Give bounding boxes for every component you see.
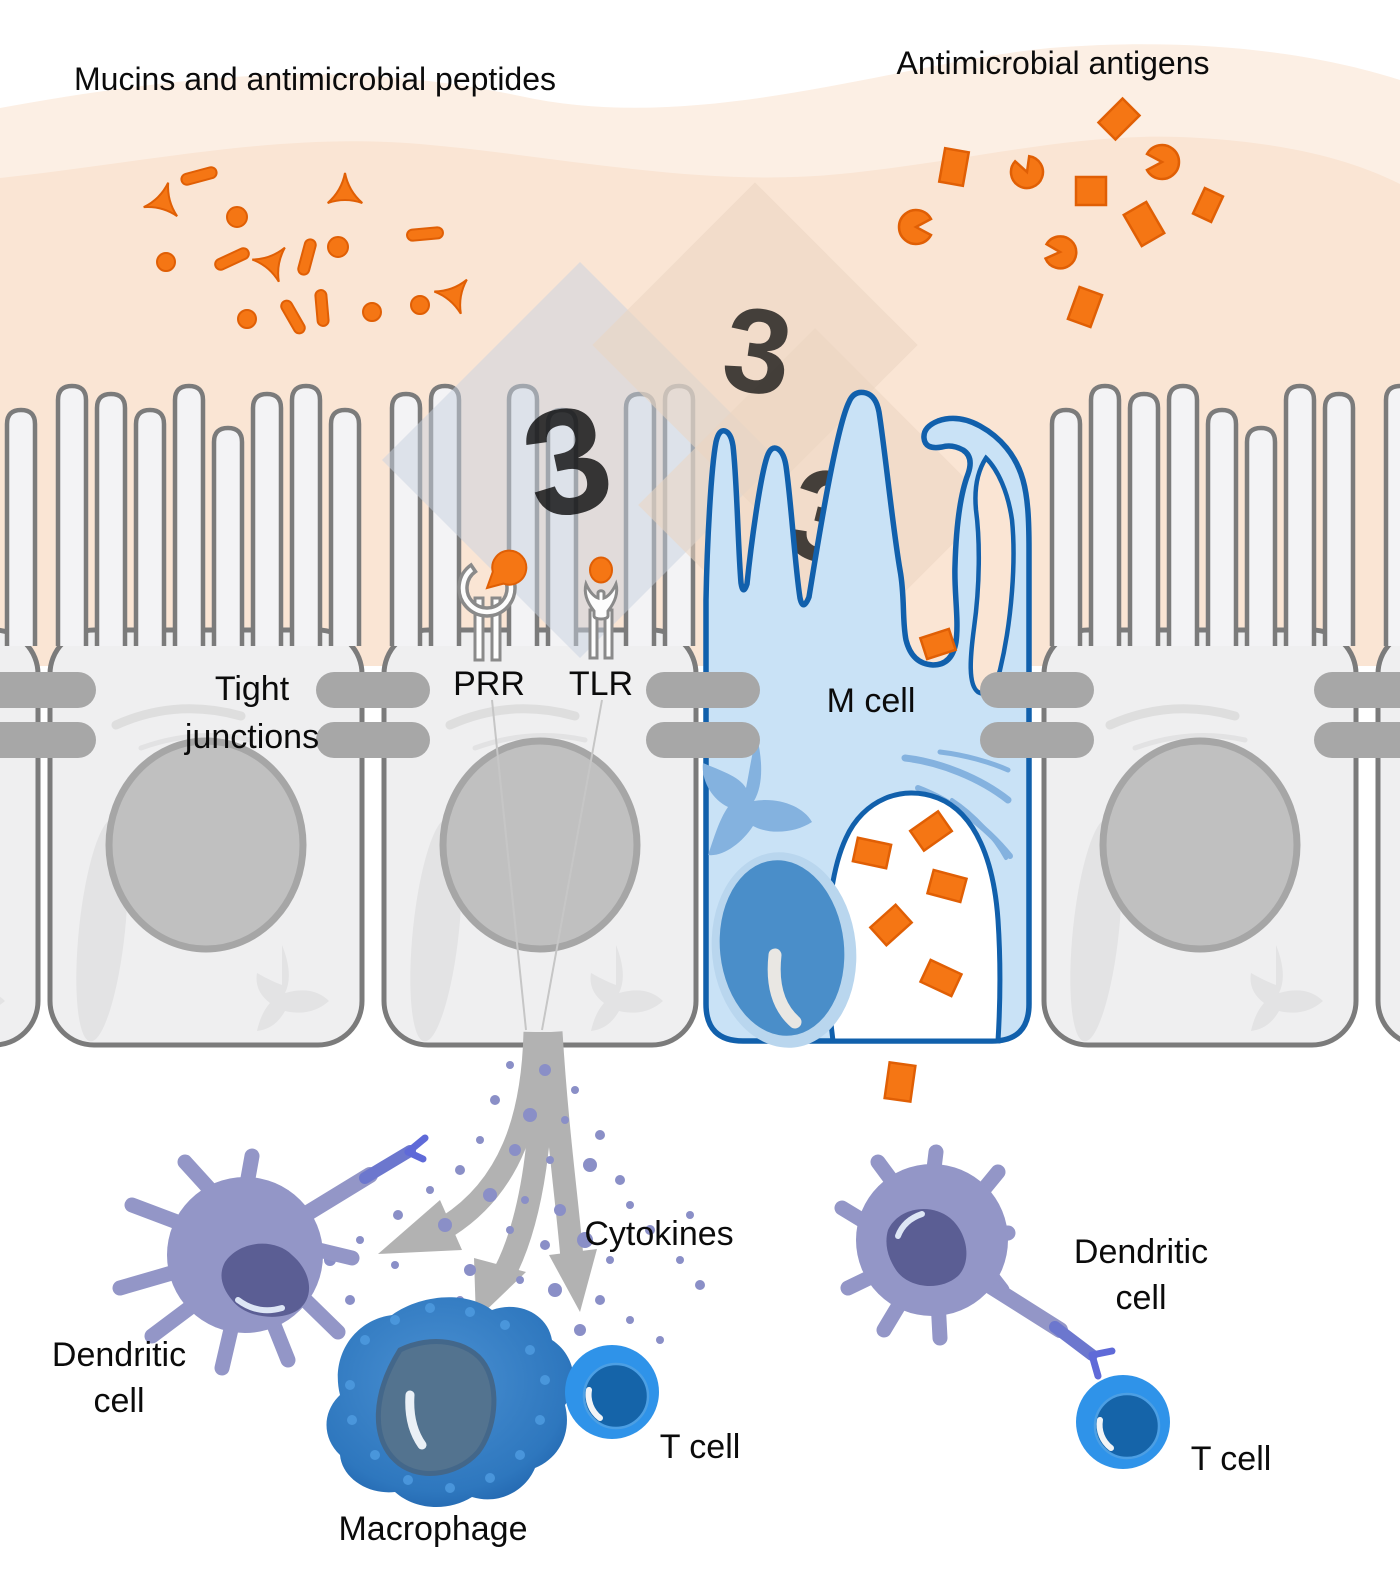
arrowhead-right [549,1249,597,1312]
tlr-leader-line [541,699,603,1031]
tight-junctions-label-line2: junctions [184,718,319,756]
transported-antigens [851,627,968,998]
macrophage [326,1297,574,1508]
m-cell [702,389,1032,1048]
dendritic-left-label-line2: cell [93,1382,144,1420]
antigens-label: Antimicrobial antigens [896,45,1209,81]
dendritic-cell-left [112,1134,429,1376]
mucins-label: Mucins and antimicrobial peptides [74,61,556,97]
tight-junctions-label-line1: Tight [215,670,290,708]
prr-leader-line [491,699,527,1031]
prr-receptor [457,549,528,662]
tlr-flare [583,579,619,621]
tlr-label: TLR [569,665,633,703]
macrophage-label: Macrophage [338,1510,527,1548]
dendritic-right-label-line2: cell [1115,1279,1166,1317]
peptide-particles [142,165,479,337]
dendritic-right-label-line1: Dendritic [1074,1233,1208,1271]
dendritic-cell-right [834,1144,1116,1380]
t-cell-left [565,1345,659,1439]
dendritic-nucleus [221,1243,310,1317]
antigen-particles [897,97,1225,329]
m-cell-nucleus [711,852,857,1048]
m-cell-label: M cell [827,682,916,720]
t-cell-left-label: T cell [660,1428,741,1466]
t-cell-right [1076,1375,1170,1469]
prr-ligand [485,549,528,590]
tight-junctions [0,672,1400,758]
dendritic-left-label-line1: Dendritic [52,1336,186,1374]
macrophage-nucleus [375,1339,497,1476]
cytokine-arrows [378,1031,597,1320]
prr-label: PRR [453,665,525,703]
tlr-ligand [589,556,613,584]
arrowhead-middle [474,1258,526,1320]
m-cell-invagination-channel [968,454,1016,696]
tlr-receptor [583,556,619,660]
arrowhead-left [378,1200,462,1254]
cytokines-label: Cytokines [584,1215,733,1253]
t-cell-right-label: T cell [1191,1440,1272,1478]
released-antigen [883,1060,917,1104]
m-cell-organelle [702,737,812,856]
dendritic-nucleus [886,1208,967,1287]
